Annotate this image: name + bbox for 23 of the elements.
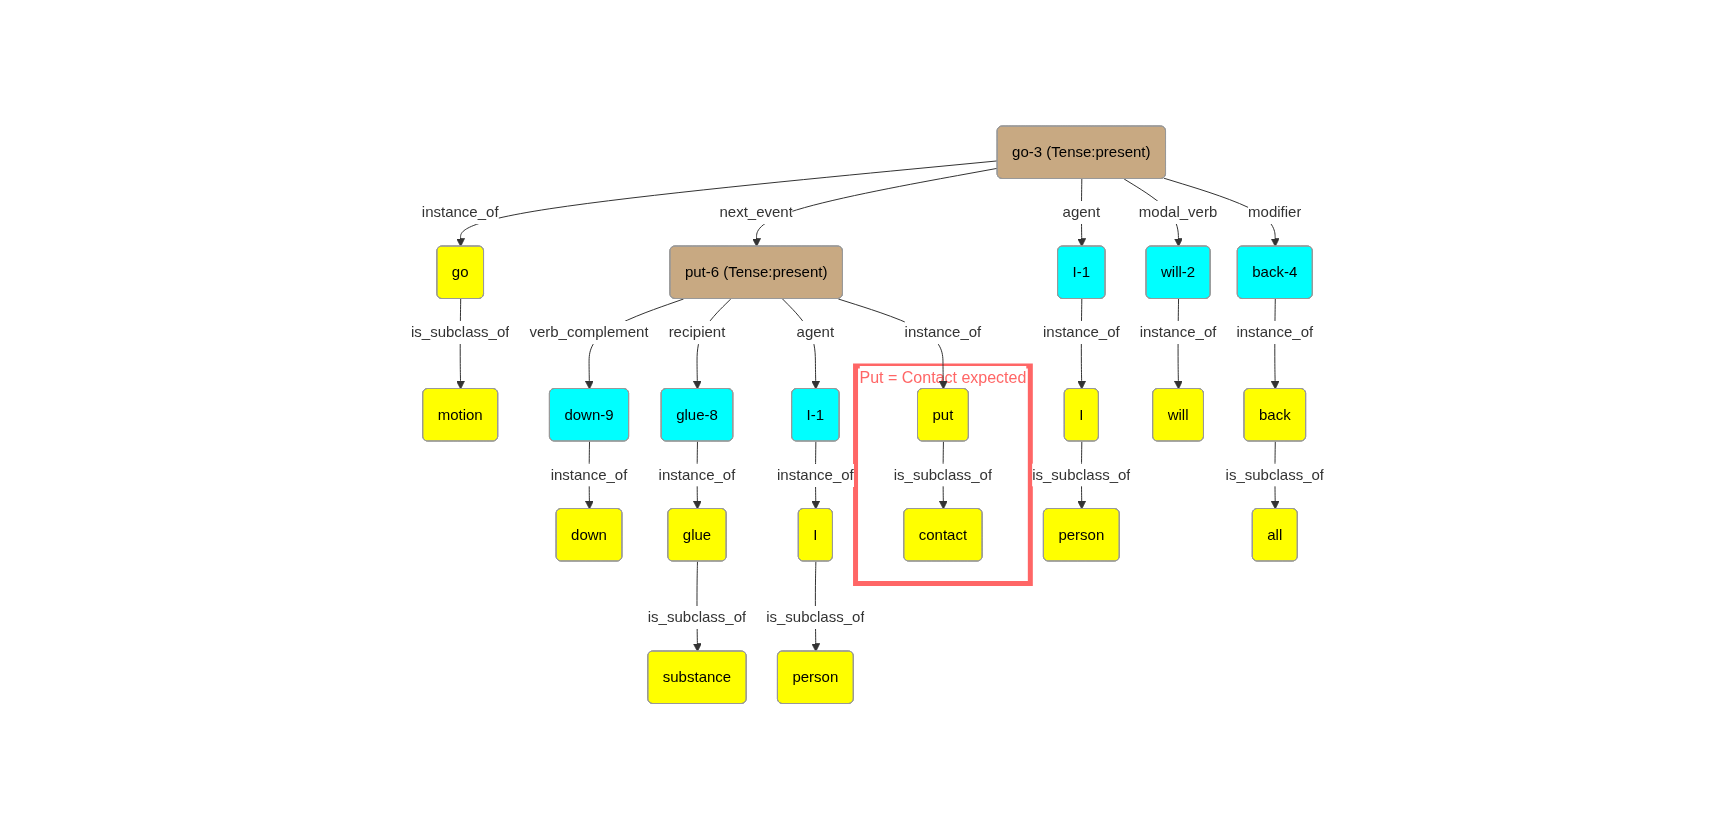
edge-label: instance_of [776,466,854,484]
edge-label: instance_of [1139,323,1216,341]
edge-label: is_subclass_of [647,608,746,626]
edge-label: instance_of [421,203,499,221]
edge-label: instance_of [904,323,981,341]
edge-label: is_subclass_of [765,608,865,626]
edge-label: is_subclass_of [410,323,509,341]
edge-label: recipient [668,323,725,341]
edge-label: agent [796,323,834,341]
edge-label: instance_of [658,465,735,483]
arrow [751,168,998,248]
edge-label: verb_complement [528,323,649,341]
edge-label: agent [1062,203,1100,221]
edge-label: next_event [718,203,793,221]
edge-label: instance_of [1042,323,1120,341]
edge-label: modifier [1247,203,1301,221]
edge-label: is_subclass_of [1225,465,1324,483]
edge-label: instance_of [1235,323,1313,341]
edge-label: instance_of [550,465,627,483]
edge-label: is_subclass_of [893,465,992,483]
edge-label: modal_verb [1138,203,1217,221]
edge-label: is_subclass_of [1031,465,1131,483]
arrow [455,160,998,248]
